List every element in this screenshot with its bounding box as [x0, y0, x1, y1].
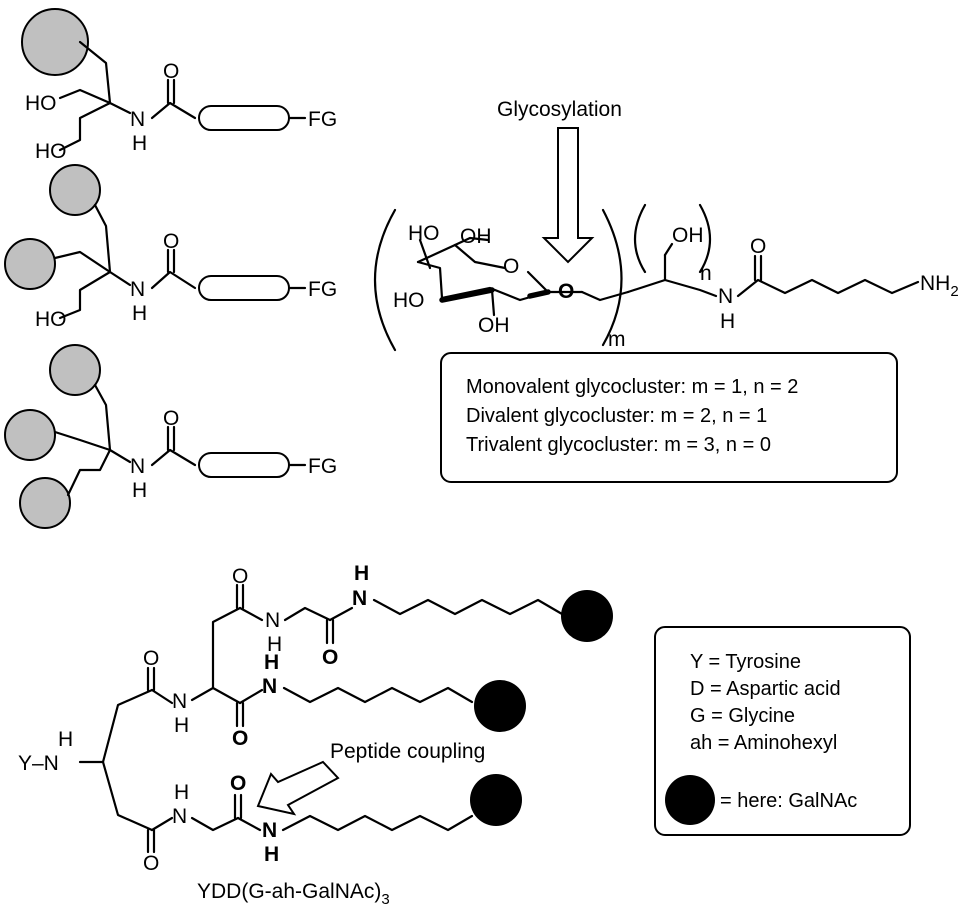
black-sphere [561, 590, 613, 642]
glycosylation-arrow [541, 127, 595, 264]
ho-label: HO [35, 308, 67, 331]
oh-label: OH [672, 224, 704, 247]
oh-label: OH [478, 314, 510, 337]
grey-sphere [4, 409, 56, 461]
n-label: N [262, 675, 277, 698]
glycosylation-label: Glycosylation [497, 98, 622, 121]
paren-right-n [698, 203, 711, 274]
y-n-label: Y–N [18, 752, 59, 775]
n-label: N [262, 819, 277, 842]
peptide-coupling-label: Peptide coupling [330, 740, 485, 763]
n-label: N [172, 805, 187, 828]
h-label: H [264, 651, 279, 674]
o-label: O [163, 60, 179, 83]
n-label: N [130, 278, 145, 301]
black-sphere [470, 774, 522, 826]
key-galnac: = here: GalNAc [720, 790, 857, 812]
h-label: H [264, 843, 279, 866]
paren-left-n [634, 203, 647, 274]
grey-sphere [4, 238, 56, 290]
linker-capsule [198, 105, 290, 131]
legend-di: Divalent glycocluster: m = 2, n = 1 [466, 405, 767, 427]
o-label: O [143, 647, 159, 670]
h-label: H [354, 562, 369, 585]
n-label: N [265, 609, 280, 632]
black-sphere [474, 680, 526, 732]
galnac-sphere [665, 775, 715, 825]
m-subscript: m [608, 328, 626, 351]
h-label: H [174, 714, 189, 737]
key-aspartic-acid: D = Aspartic acid [690, 678, 841, 700]
n-label: N [718, 285, 733, 308]
peptide-structure: Y–N H O O N H O N H O N H O [18, 562, 613, 908]
o-label: O [163, 230, 179, 253]
h-label: H [132, 132, 147, 155]
ho-label: HO [408, 222, 440, 245]
n-label: N [352, 587, 367, 610]
linker-capsule [198, 275, 290, 301]
scaffold-divalent: HO N H O FG [4, 164, 337, 331]
ho-label: HO [25, 92, 57, 115]
ho-label: HO [35, 140, 67, 163]
scaffold-monovalent: HO HO N H O FG [21, 8, 337, 163]
paren-right [601, 208, 623, 347]
grey-sphere [49, 164, 101, 216]
oh-label: OH [460, 225, 492, 248]
abbreviation-key: Y = Tyrosine D = Aspartic acid G = Glyci… [654, 626, 911, 836]
o-label: O [322, 646, 338, 669]
h-label: H [720, 310, 735, 333]
glycosidic-o-label: O [558, 280, 574, 303]
o-label: O [232, 727, 248, 750]
glycocluster-legend-box [440, 352, 898, 483]
legend-tri: Trivalent glycocluster: m = 3, n = 0 [466, 434, 771, 456]
glycocluster-structure: Glycosylation HO OH HO OH O O OH n m [374, 98, 959, 483]
o-label: O [232, 565, 248, 588]
fg-label: FG [308, 455, 337, 478]
nh2-label: NH2 [920, 272, 959, 300]
h-label: H [267, 633, 282, 656]
legend-mono: Monovalent glycocluster: m = 1, n = 2 [466, 376, 798, 398]
h-label: H [132, 302, 147, 325]
grey-sphere [19, 477, 71, 529]
ring-o-label: O [503, 255, 519, 278]
key-glycine: G = Glycine [690, 705, 795, 727]
ho-label: HO [393, 289, 425, 312]
scaffold-trivalent: N H O FG [4, 344, 337, 529]
n-label: N [172, 690, 187, 713]
key-tyrosine: Y = Tyrosine [690, 651, 801, 673]
key-aminohexyl: ah = Aminohexyl [690, 732, 837, 754]
o-label: O [143, 852, 159, 875]
coupling-arrow [256, 760, 340, 816]
peptide-name: YDD(G-ah-GalNAc)3 [197, 880, 390, 908]
o-label: O [163, 407, 179, 430]
fg-label: FG [308, 278, 337, 301]
grey-sphere [21, 8, 89, 76]
paren-left [374, 208, 397, 352]
h-label: H [58, 728, 73, 751]
fg-label: FG [308, 108, 337, 131]
n-label: N [130, 455, 145, 478]
grey-sphere [49, 344, 101, 396]
n-label: N [130, 108, 145, 131]
o-label: O [230, 772, 246, 795]
h-label: H [132, 479, 147, 502]
h-label: H [174, 781, 189, 804]
key-box [654, 626, 911, 836]
o-label: O [750, 235, 766, 258]
n-subscript: n [700, 262, 712, 285]
linker-capsule [198, 452, 290, 478]
